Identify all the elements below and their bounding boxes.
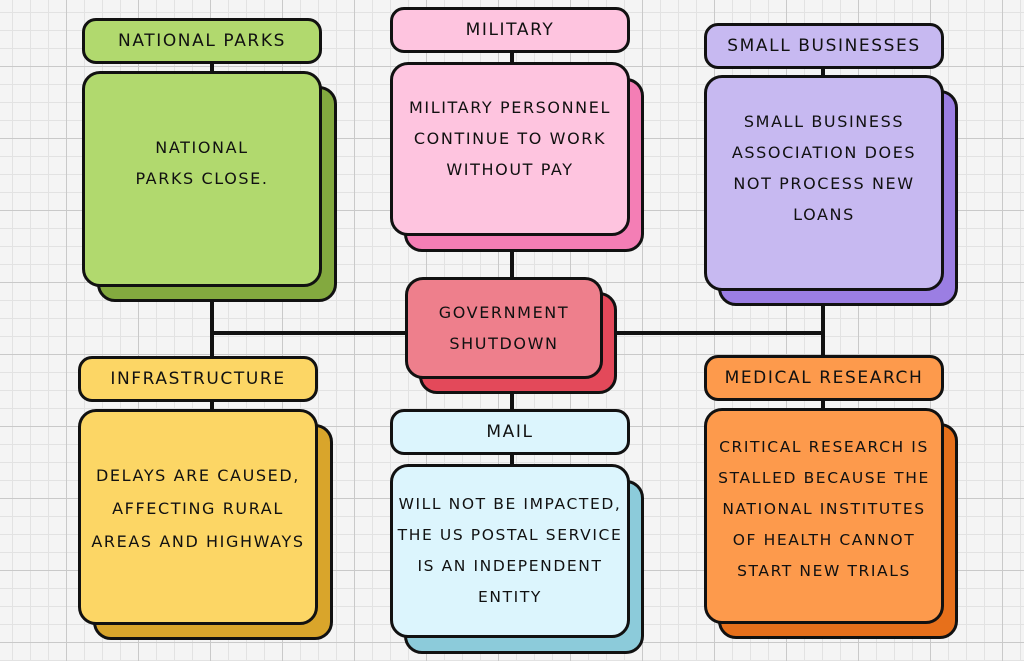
- connector-center-vertical: [510, 50, 514, 474]
- military-label: MILITARY: [390, 7, 630, 53]
- small-businesses-label: SMALL BUSINESSES: [704, 23, 944, 69]
- infrastructure-card: DELAYS ARE CAUSED, AFFECTING RURAL AREAS…: [78, 409, 318, 625]
- small-businesses-card: SMALL BUSINESS ASSOCIATION DOES NOT PROC…: [704, 75, 944, 291]
- military-card: MILITARY PERSONNEL CONTINUE TO WORK WITH…: [390, 62, 630, 236]
- medical-research-label: MEDICAL RESEARCH: [704, 355, 944, 401]
- medical-research-card: CRITICAL RESEARCH IS STALLED BECAUSE THE…: [704, 408, 944, 624]
- mail-label: MAIL: [390, 409, 630, 455]
- center-title: GOVERNMENT SHUTDOWN: [405, 277, 603, 379]
- national-parks-card: NATIONAL PARKS CLOSE.: [82, 71, 322, 287]
- infrastructure-label: INFRASTRUCTURE: [78, 356, 318, 402]
- national-parks-label: NATIONAL PARKS: [82, 18, 322, 64]
- mail-card: WILL NOT BE IMPACTED, THE US POSTAL SERV…: [390, 464, 630, 638]
